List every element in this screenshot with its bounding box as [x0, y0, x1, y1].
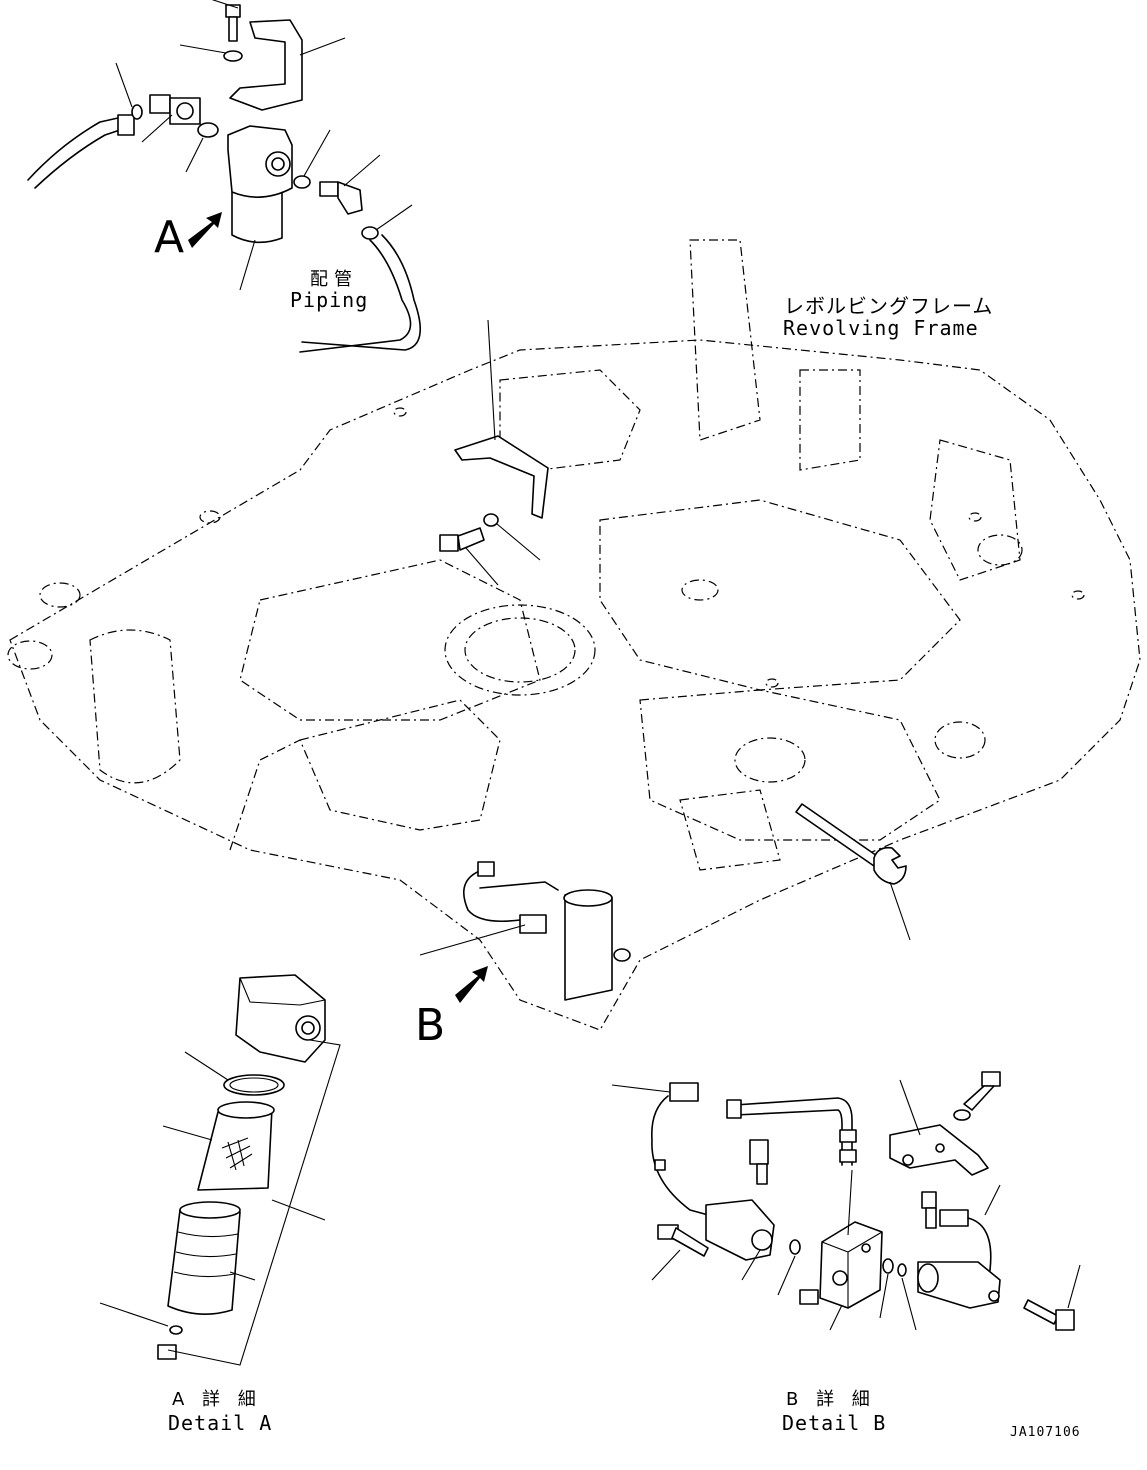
detail-a-title-jp: A 詳 細	[172, 1389, 262, 1410]
solenoid-harness-group	[419, 861, 631, 1003]
detail-a-title-en: Detail A	[168, 1411, 273, 1435]
drawing-number: JA107106	[1010, 1425, 1081, 1440]
piping-label-en: Piping	[290, 288, 369, 312]
piping-group	[27, 0, 421, 353]
frame-label-jp: レボルビングフレーム	[784, 294, 994, 318]
detail-b	[611, 1071, 1081, 1331]
detail-b-title-en: Detail B	[782, 1411, 887, 1435]
callout-a-label: A	[154, 212, 185, 263]
frame-label-en: Revolving Frame	[783, 316, 979, 340]
revolving-frame	[7, 239, 1141, 1031]
piping-label-jp: 配管	[310, 269, 358, 290]
wrench	[795, 803, 911, 941]
detail-b-title-jp: B 詳 細	[786, 1389, 876, 1410]
sensor-bracket-group	[439, 319, 549, 586]
detail-a	[99, 974, 341, 1366]
callout-b-label: B	[415, 1000, 446, 1051]
